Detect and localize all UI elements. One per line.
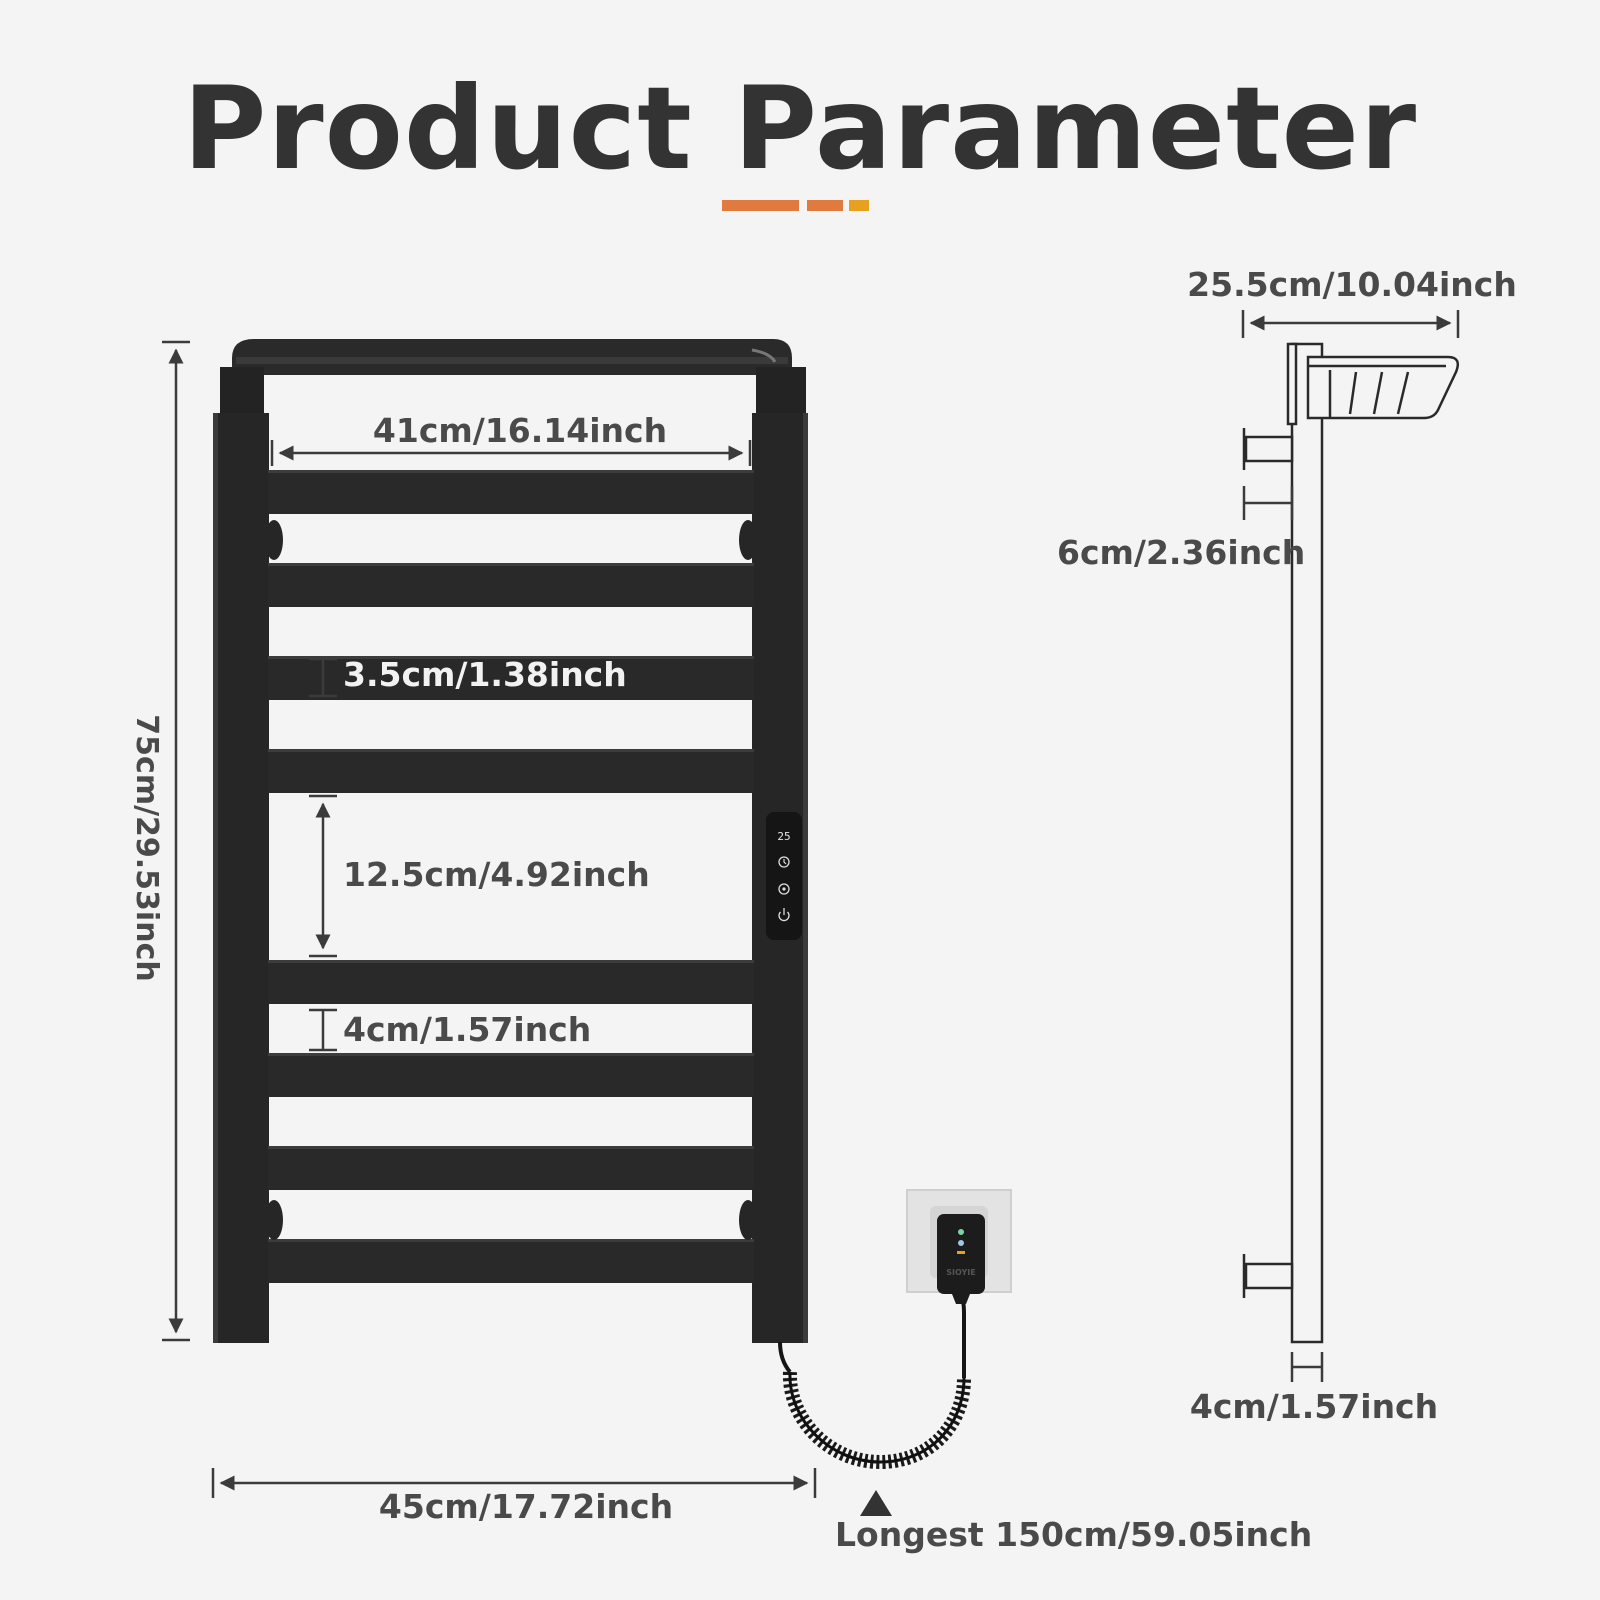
rack-bar [268,563,754,607]
bar-height-label: 3.5cm/1.38inch [343,655,627,694]
towel-rack-front: 25 [213,339,808,1343]
dimension-lines-front [162,340,817,1498]
rack-bar [268,1146,754,1190]
total-height-label: 75cm/29.53inch [129,714,164,982]
wall-offset-label: 6cm/2.36inch [1057,533,1306,572]
wall-socket-plug: SIOYIE [906,1189,1012,1304]
inner-width-label: 41cm/16.14inch [372,411,668,450]
plug-brand: SIOYIE [946,1268,976,1277]
clock-icon [778,856,790,868]
large-gap-label: 12.5cm/4.92inch [343,855,650,894]
rail-depth-label: 4cm/1.57inch [1189,1387,1439,1426]
mode-icon [778,883,790,895]
rack-bar [268,656,754,700]
total-width-label: 45cm/17.72inch [378,1487,674,1526]
dimension-lines-side [1241,310,1460,1382]
rack-bar [268,470,754,514]
shelf-depth-label: 25.5cm/10.04inch [1187,265,1517,304]
page-title: Product Parameter [182,62,1418,195]
temperature-display: 25 [777,830,790,843]
control-panel: 25 [766,812,802,940]
left-post [213,413,269,1343]
rack-bar [268,749,754,793]
small-gap-label: 4cm/1.57inch [343,1010,592,1049]
rack-bars [268,470,754,1283]
title-underline-mid [807,200,843,211]
side-rail [1290,342,1324,1344]
cable-length-label: Longest 150cm/59.05inch [835,1515,1313,1554]
title-underline-short [849,200,869,211]
rack-bar [268,960,754,1004]
rack-bar [268,1053,754,1097]
power-icon [778,908,790,922]
side-shelf [1306,355,1459,420]
cable-pointer-triangle [860,1490,892,1516]
towel-rack-side [1242,342,1459,1344]
rack-bar [268,1239,754,1283]
title-underline-long [722,200,799,211]
